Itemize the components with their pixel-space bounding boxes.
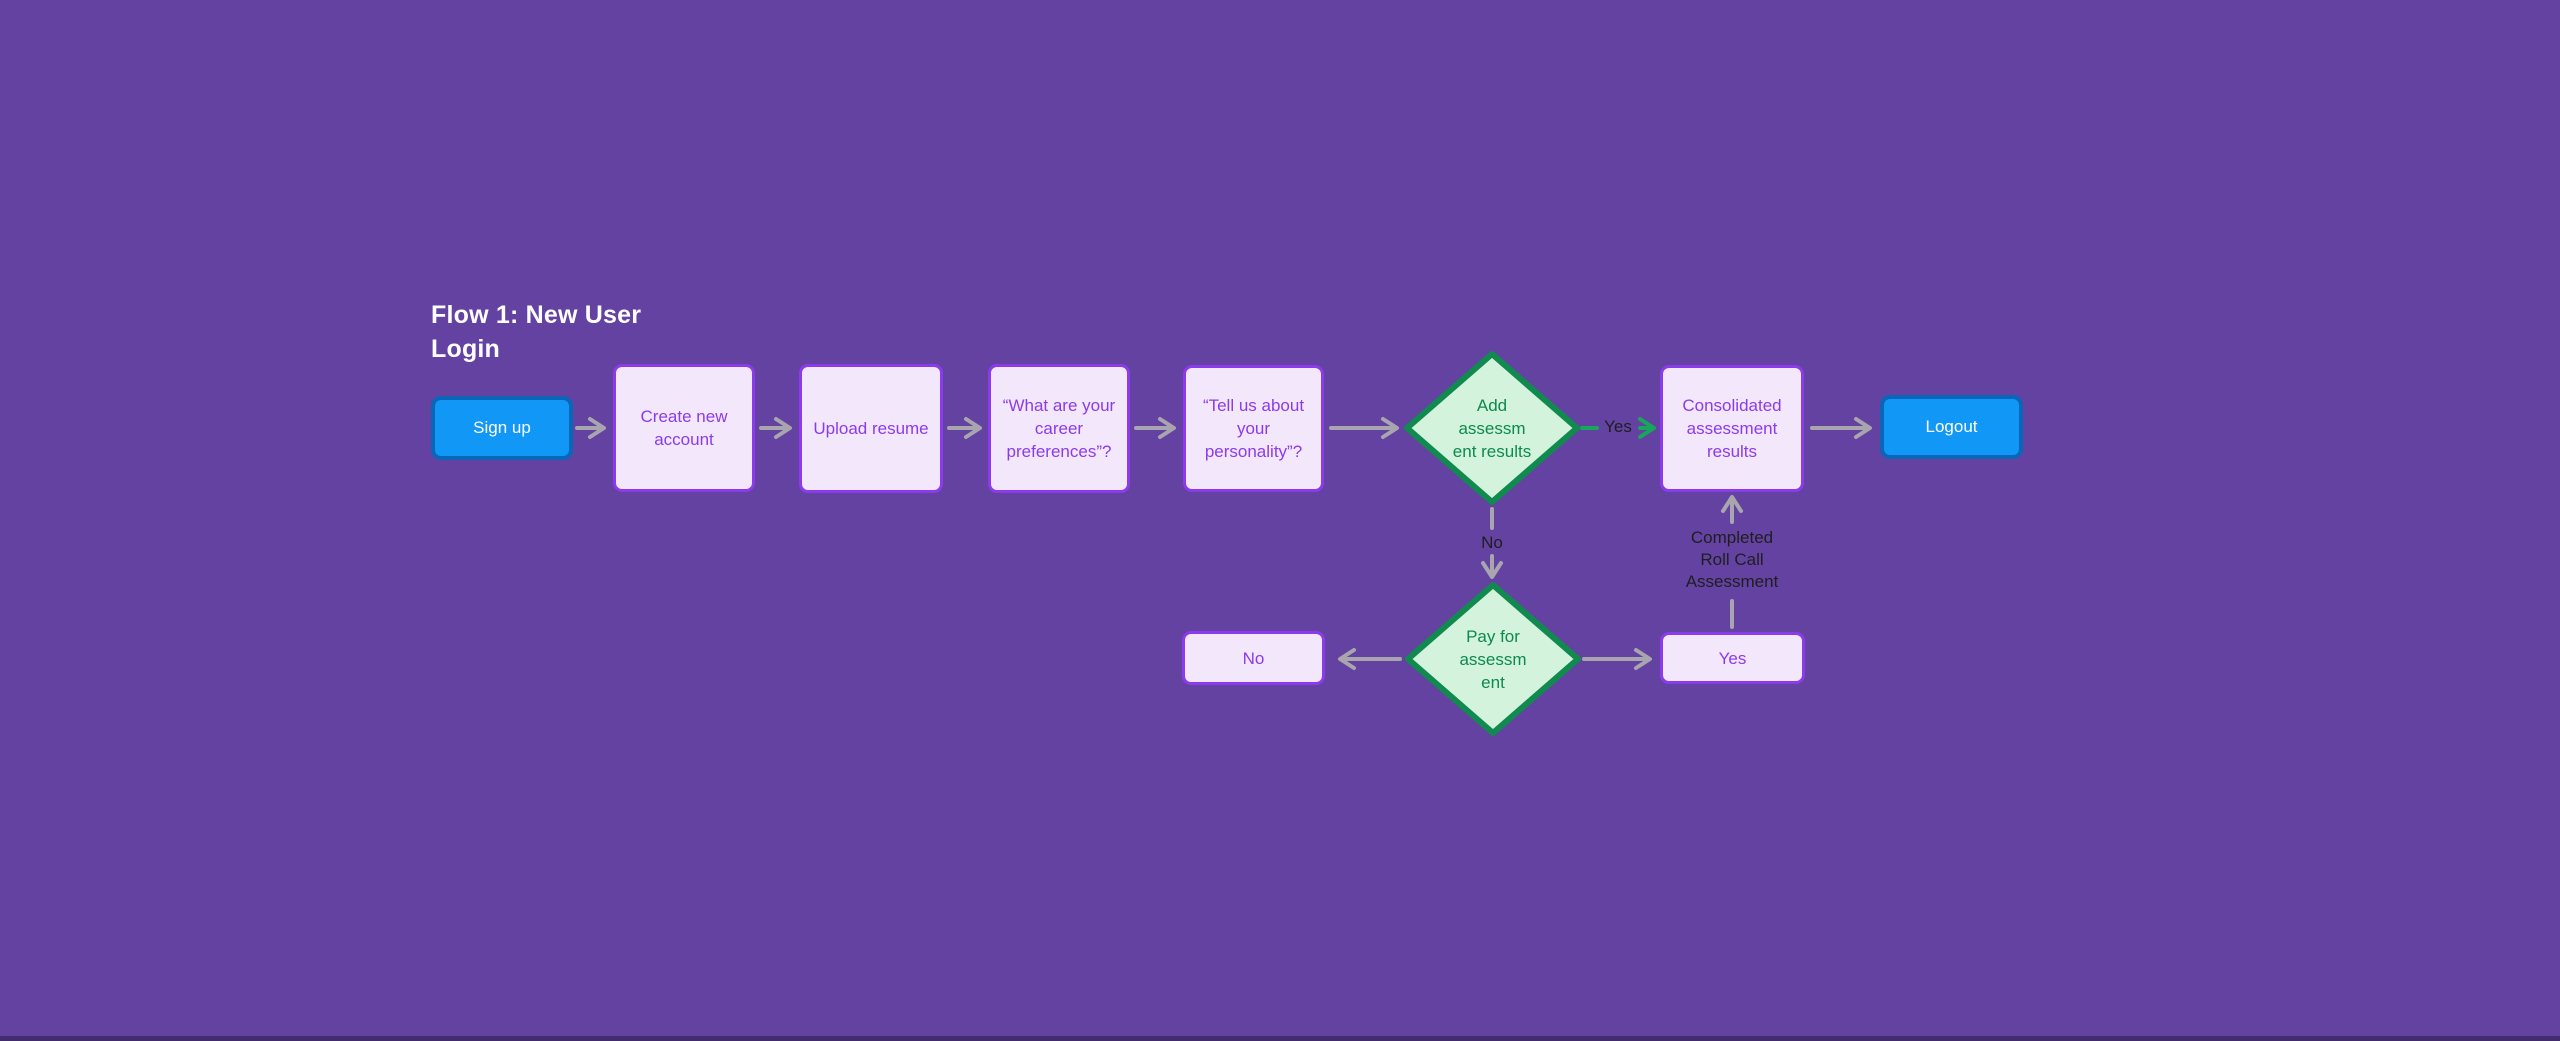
arrow-pay-to-yes[interactable] <box>1582 648 1652 670</box>
diamond-shape <box>1404 351 1580 505</box>
flow-title[interactable]: Flow 1: New User Login <box>431 301 642 363</box>
connector-label-completed-roll-call[interactable]: Completed Roll Call Assessment <box>1685 528 1779 591</box>
arrow-add-assessment-no-branch[interactable] <box>1481 507 1503 579</box>
arrow-signup-to-create[interactable] <box>575 417 606 439</box>
arrow-career-to-personality[interactable] <box>1134 417 1176 439</box>
node-create-account-label: Create new account <box>640 407 728 449</box>
node-yes-result[interactable]: Yes <box>1660 632 1805 684</box>
node-upload-resume-label: Upload resume <box>813 419 929 438</box>
node-upload-resume[interactable]: Upload resume <box>799 364 943 493</box>
node-sign-up[interactable]: Sign up <box>431 396 573 460</box>
arrow-yes-to-consolidated[interactable] <box>1721 495 1743 629</box>
node-pay-for-assessment-label: Pay for assessm ent <box>1459 626 1527 692</box>
node-no-result-label: No <box>1242 648 1265 668</box>
node-yes-result-label: Yes <box>1718 648 1747 668</box>
node-logout[interactable]: Logout <box>1880 395 2023 459</box>
node-add-assessment-results-label: Add assessm ent results <box>1452 395 1532 461</box>
arrow-pay-to-no[interactable] <box>1338 648 1402 670</box>
node-add-assessment-results[interactable]: Add assessm ent results <box>1404 351 1580 505</box>
node-personality[interactable]: “Tell us about your personality”? <box>1183 365 1324 492</box>
arrow-upload-to-career[interactable] <box>947 417 982 439</box>
node-consolidated-results-label: Consolidated assessment results <box>1682 396 1782 461</box>
connector-label-yes[interactable]: Yes <box>1604 417 1632 436</box>
canvas-bottom-edge <box>0 1036 2560 1041</box>
node-sign-up-label: Sign up <box>473 418 531 437</box>
arrow-consolidated-to-logout[interactable] <box>1810 417 1872 439</box>
diamond-shape <box>1405 582 1581 736</box>
arrow-add-assessment-yes-branch[interactable] <box>1580 417 1656 439</box>
node-consolidated-results[interactable]: Consolidated assessment results <box>1660 365 1804 492</box>
node-logout-label: Logout <box>1925 417 1978 436</box>
arrow-create-to-upload[interactable] <box>759 417 792 439</box>
node-career-preferences-label: “What are your career preferences”? <box>1002 396 1116 461</box>
node-create-account[interactable]: Create new account <box>613 364 755 492</box>
node-career-preferences[interactable]: “What are your career preferences”? <box>988 364 1130 493</box>
node-no-result[interactable]: No <box>1182 631 1325 685</box>
node-pay-for-assessment[interactable]: Pay for assessm ent <box>1405 582 1581 736</box>
arrow-personality-to-add-assessment[interactable] <box>1329 417 1399 439</box>
connector-label-no[interactable]: No <box>1481 533 1503 552</box>
node-personality-label: “Tell us about your personality”? <box>1202 396 1305 461</box>
